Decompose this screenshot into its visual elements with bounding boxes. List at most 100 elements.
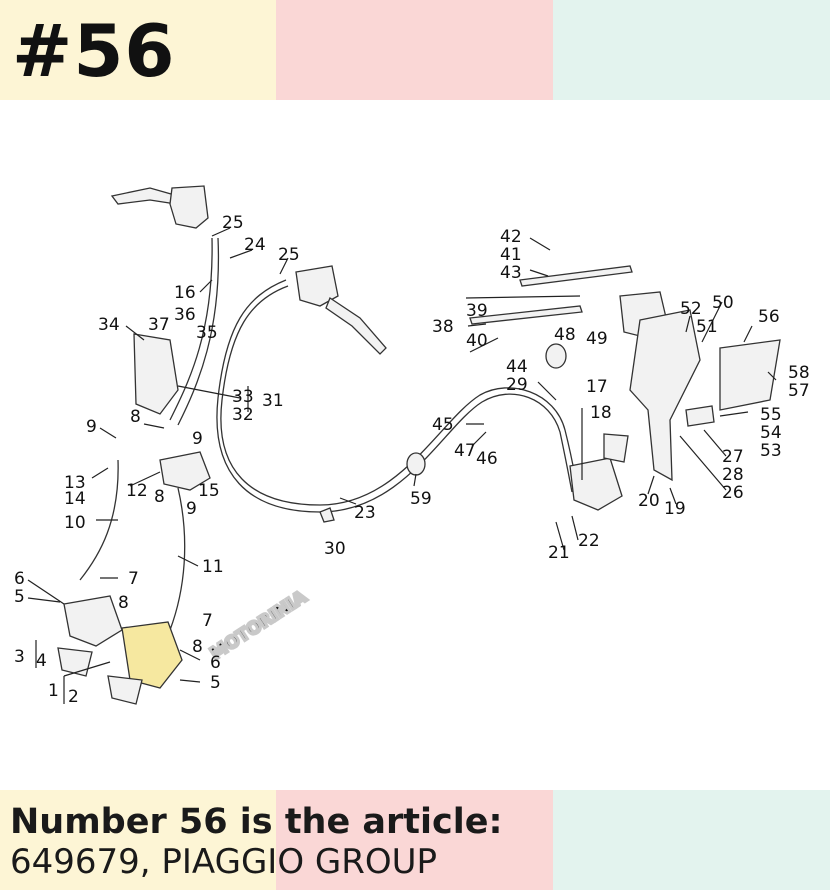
rear-brake-pad	[603, 433, 629, 463]
callout-25a: 25	[222, 213, 244, 233]
right-brake-lever	[325, 297, 387, 355]
callout-45: 45	[432, 415, 454, 435]
callout-13: 13	[64, 473, 86, 493]
callout-23: 23	[354, 503, 376, 523]
caption-article: 649679, PIAGGIO GROUP	[10, 842, 438, 882]
callout-7b: 7	[202, 611, 213, 631]
hose-junction	[159, 451, 211, 491]
callout-8a: 8	[130, 407, 141, 427]
spindle	[519, 265, 633, 287]
callout-6a: 6	[14, 569, 25, 589]
callout-58: 58	[788, 363, 810, 383]
callout-5b: 5	[210, 673, 221, 693]
callout-7a: 7	[128, 569, 139, 589]
callout-56: 56	[758, 307, 780, 327]
callout-12: 12	[126, 481, 148, 501]
callout-25b: 25	[278, 245, 300, 265]
brake-pad-left	[57, 647, 93, 677]
exploded-parts-diagram: MOTORINIA	[14, 185, 810, 707]
callout-9c: 9	[186, 499, 197, 519]
callout-54: 54	[760, 423, 782, 443]
callout-8d: 8	[192, 637, 203, 657]
callout-10: 10	[64, 513, 86, 533]
callout-31: 31	[262, 391, 284, 411]
delay-valve	[133, 333, 179, 415]
hose-clamp	[545, 343, 567, 369]
callout-51: 51	[696, 317, 718, 337]
callout-5a: 5	[14, 587, 25, 607]
brake-pad-right	[107, 675, 143, 705]
callout-8c: 8	[118, 593, 129, 613]
callout-53: 53	[760, 441, 782, 461]
callout-28: 28	[722, 465, 744, 485]
front-caliper-right	[121, 621, 183, 689]
footer-band-yellow	[0, 790, 276, 890]
part-number-badge: #56	[12, 9, 176, 93]
callout-20: 20	[638, 491, 660, 511]
callout-48: 48	[554, 325, 576, 345]
brake-hose-16b	[177, 237, 220, 426]
callout-19: 19	[664, 499, 686, 519]
hose-ring	[406, 452, 426, 476]
header-band-mint	[553, 0, 830, 100]
callout-33: 33	[232, 387, 254, 407]
front-caliper-left	[63, 595, 123, 647]
spacer-55	[685, 405, 715, 427]
callout-49: 49	[586, 329, 608, 349]
callout-52: 52	[680, 299, 702, 319]
callout-47: 47	[454, 441, 476, 461]
callout-11: 11	[202, 557, 224, 577]
callout-59: 59	[410, 489, 432, 509]
watermark: MOTORINIA	[207, 587, 311, 664]
callout-26: 26	[722, 483, 744, 503]
callout-29: 29	[506, 375, 528, 395]
callout-22: 22	[578, 531, 600, 551]
caption-title: Number 56 is the article:	[10, 802, 503, 842]
callout-21: 21	[548, 543, 570, 563]
callout-38: 38	[432, 317, 454, 337]
left-brake-lever	[110, 187, 179, 205]
callout-9b: 9	[192, 429, 203, 449]
callout-16: 16	[174, 283, 196, 303]
callout-40: 40	[466, 331, 488, 351]
header-band	[0, 0, 830, 100]
brake-hose-to-rear-b	[216, 279, 573, 513]
footer-band	[0, 790, 830, 890]
callout-46: 46	[476, 449, 498, 469]
callouts: 25 24 25 16 34 37 36 35 33 31 32 8 9 9 1…	[14, 213, 810, 707]
callout-27: 27	[722, 447, 744, 467]
leader-lines	[27, 227, 777, 704]
callout-24: 24	[244, 235, 266, 255]
footer-band-pink	[276, 790, 553, 890]
callout-44: 44	[506, 357, 528, 377]
callout-37: 37	[148, 315, 170, 335]
brake-hose-16	[169, 237, 213, 421]
footer-band-mint	[553, 790, 830, 890]
caliper-bracket	[629, 309, 701, 482]
callout-3: 3	[14, 647, 25, 667]
callout-55: 55	[760, 405, 782, 425]
callout-30: 30	[324, 539, 346, 559]
rear-caliper	[569, 457, 623, 511]
callout-9a: 9	[86, 417, 97, 437]
brake-hose-11	[169, 487, 186, 631]
callout-6b: 6	[210, 653, 221, 673]
callout-14: 14	[64, 489, 86, 509]
callout-57: 57	[788, 381, 810, 401]
callout-34: 34	[98, 315, 120, 335]
callout-36: 36	[174, 305, 196, 325]
left-master-cylinder	[169, 185, 209, 229]
callout-1: 1	[48, 681, 59, 701]
callout-35: 35	[196, 323, 218, 343]
callout-32: 32	[232, 405, 254, 425]
callout-15: 15	[198, 481, 220, 501]
brake-hose-to-rear	[220, 285, 579, 506]
brake-hose-10	[79, 459, 119, 581]
callout-17: 17	[586, 377, 608, 397]
callout-4: 4	[36, 651, 47, 671]
callout-2: 2	[68, 687, 79, 707]
header-band-yellow	[0, 0, 276, 100]
header-band-pink	[276, 0, 553, 100]
brake-disc-cover	[719, 339, 781, 411]
callout-43: 43	[500, 263, 522, 283]
